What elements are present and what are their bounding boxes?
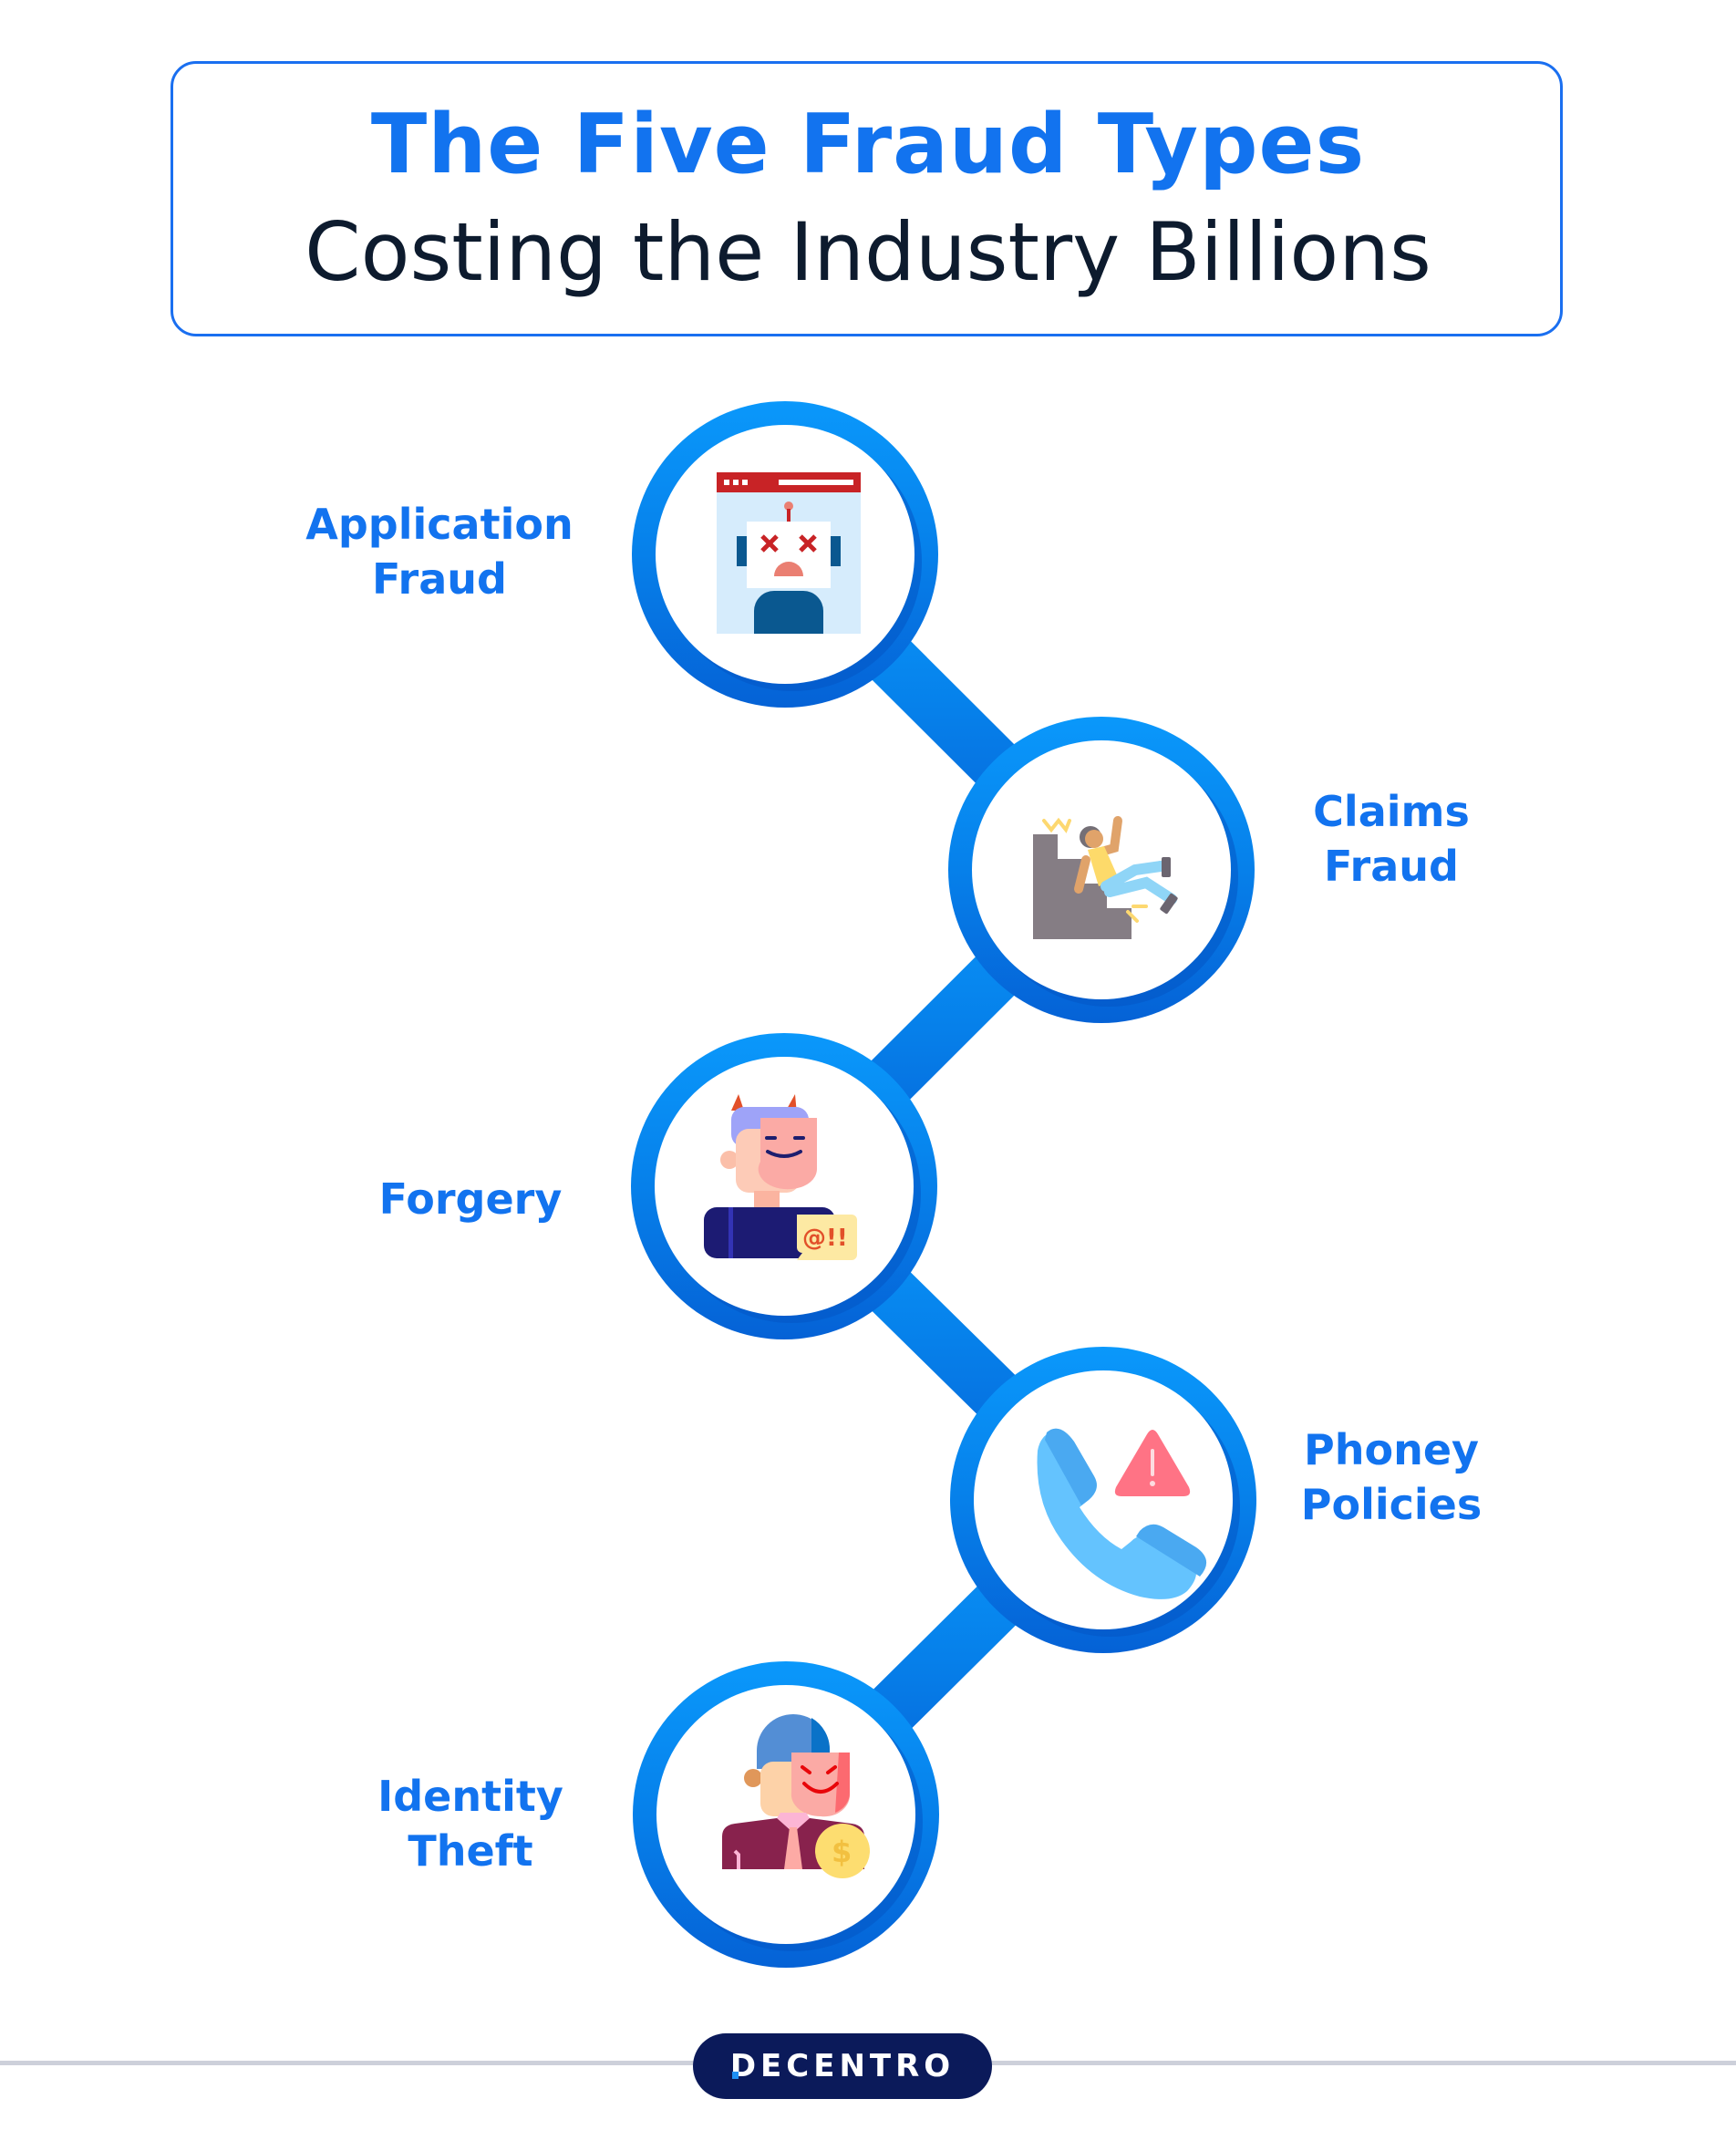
label-line: Forgery (378, 1174, 563, 1224)
label-line: Application (305, 500, 574, 549)
label-line: Fraud (1324, 842, 1459, 891)
brand-name: DECENTRO (729, 2048, 956, 2084)
masked-thief-coin-icon: $ (722, 1714, 870, 1878)
label-line: Fraud (372, 554, 507, 604)
robot-error-icon (717, 472, 861, 634)
brand-wordmark: DECENTRO (730, 2048, 955, 2084)
label-phoney-policies: Phoney Policies (1200, 1422, 1583, 1532)
svg-text:$: $ (832, 1835, 852, 1869)
page-title: The Five Fraud Types (370, 97, 1366, 192)
falling-stairs-icon (1033, 816, 1178, 939)
page-subtitle: Costing the Industry Billions (305, 205, 1431, 299)
label-line: Claims (1313, 787, 1470, 836)
label-forgery: Forgery (279, 1172, 662, 1226)
devil-mask-person-icon: @!! (704, 1094, 857, 1260)
label-claims-fraud: Claims Fraud (1200, 784, 1583, 894)
brand-accent-mark (731, 2072, 739, 2079)
svg-text:@!!: @!! (802, 1225, 848, 1252)
phone-warning-icon (1037, 1428, 1207, 1599)
label-line: Identity (377, 1772, 563, 1821)
label-application-fraud: Application Fraud (248, 497, 631, 606)
brand-logo: DECENTRO (693, 2033, 992, 2099)
label-line: Phoney (1304, 1425, 1479, 1474)
label-identity-theft: Identity Theft (279, 1769, 662, 1878)
label-line: Policies (1300, 1480, 1483, 1529)
title-box (170, 61, 1563, 336)
label-line: Theft (408, 1826, 533, 1876)
